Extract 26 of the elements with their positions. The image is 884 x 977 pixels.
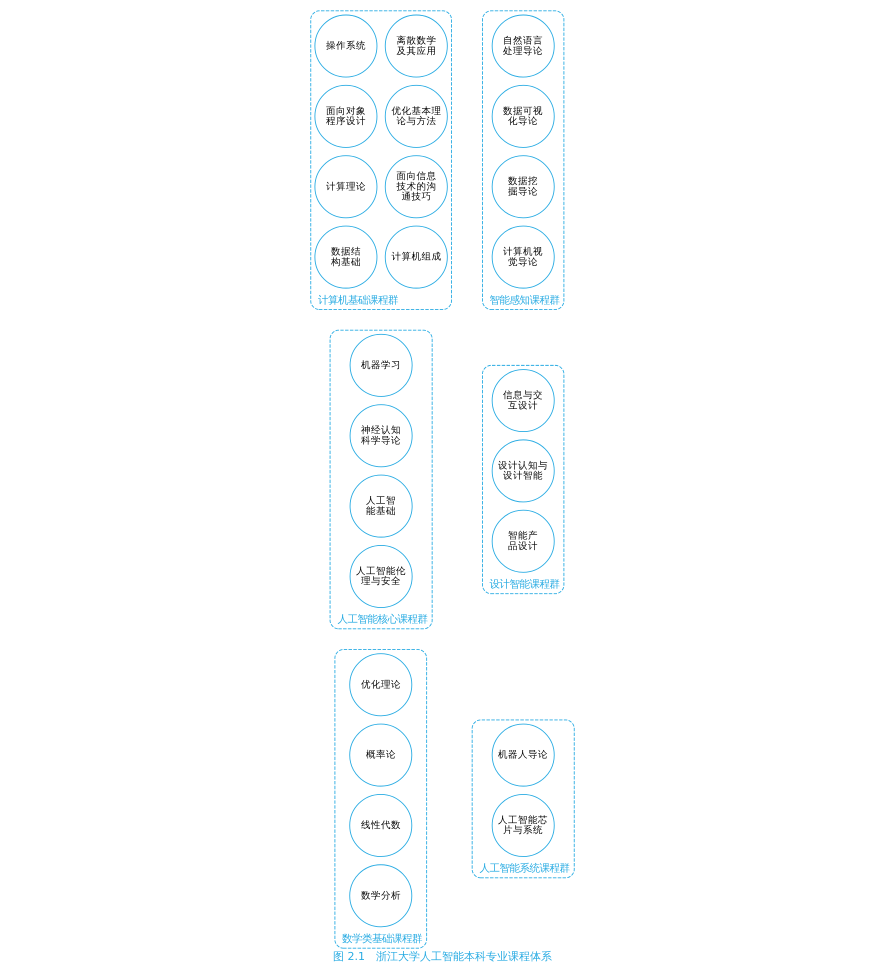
node-circle: 面向信息技术的沟通技巧 [384,155,448,218]
node-circle: 自然语言处理导论 [491,14,554,78]
node-circle: 神经认知科学导论 [349,404,412,468]
node-circle: 信息与交互设计 [491,369,554,432]
node-circle: 离散数学及其应用 [384,14,448,78]
node-circle: 计算理论 [314,155,377,218]
node-circle: 面向对象程序设计 [314,84,377,148]
node-circle: 机器人导论 [491,724,554,787]
node-circle: 计算机视觉导论 [491,226,554,289]
node-circle: 线性代数 [348,794,412,857]
node-circle: 人工智能芯片与系统 [491,794,554,857]
node-circle: 概率论 [348,724,412,787]
node-circle: 数据挖掘导论 [491,155,554,218]
node-circle: 人工智能基础 [349,474,412,538]
node-circle: 优化理论 [348,653,412,716]
node-circle: 计算机组成 [384,226,448,289]
node-circle: 设计认知与设计智能 [491,439,554,502]
node-circle: 操作系统 [314,14,377,78]
node-circle: 数学分析 [348,864,412,928]
node-circle: 机器学习 [349,334,412,397]
node-circle: 数据结构基础 [314,226,377,289]
caption: 图 2.1 浙江大学人工智能本科专业课程体系 [332,950,552,963]
node-circle: 数据可视化导论 [491,84,554,148]
node-circle: 智能产品设计 [491,510,554,573]
node-circle: 人工智能伦理与安全 [349,544,412,608]
node-circle: 优化基本理论与方法 [384,84,448,148]
